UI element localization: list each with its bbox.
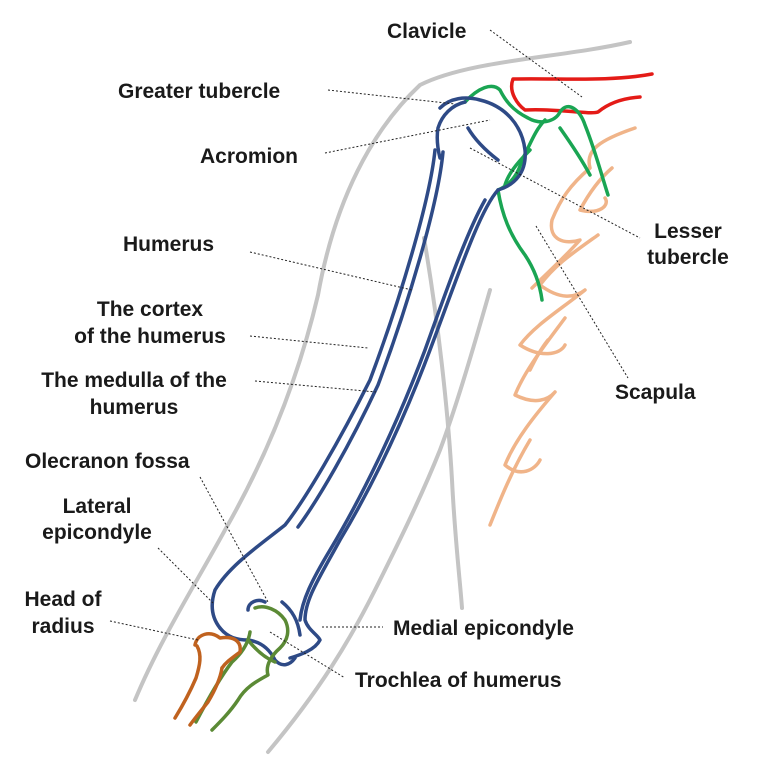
leader-trochlea — [269, 631, 346, 679]
humerus-head-outline — [438, 96, 527, 192]
radius-shaft-medial — [188, 666, 224, 727]
clavicle-bone — [510, 72, 654, 115]
label-lesser-tubercle-line1: Lesser — [654, 220, 722, 243]
humerus-bone — [210, 96, 527, 667]
scapula-body — [488, 126, 637, 527]
leader-humerus — [249, 251, 413, 291]
ulna-bone — [194, 605, 290, 732]
humerus-medial-medulla — [298, 198, 487, 622]
leader-lateral-epicondyle — [157, 547, 214, 604]
arm-outline-medial — [266, 288, 492, 754]
label-clavicle: Clavicle — [387, 20, 466, 43]
leader-head-of-radius — [109, 620, 199, 641]
humerus-lateral-cortex — [210, 148, 437, 630]
label-scapula: Scapula — [615, 381, 696, 404]
leader-clavicle — [489, 29, 583, 98]
spine-edge — [558, 126, 592, 177]
label-lesser-tubercle-line2: tubercle — [647, 246, 729, 269]
leader-scapula — [535, 225, 629, 379]
scapular-spine — [496, 118, 547, 302]
humerus-lateral-medulla — [296, 150, 445, 529]
label-cortex-line2: of the humerus — [74, 325, 226, 348]
label-lateral-epicondyle-line1: Lateral — [63, 495, 132, 518]
label-acromion: Acromion — [200, 145, 298, 168]
leader-olecranon-fossa — [199, 476, 269, 603]
scapula-outline-6 — [528, 338, 550, 372]
humerus-medial-cortex — [288, 188, 500, 660]
label-head-of-radius-line2: radius — [31, 615, 94, 638]
acromion-outline — [463, 84, 610, 197]
label-medulla-line2: humerus — [90, 396, 179, 419]
ulna-coronoid — [246, 638, 277, 664]
humerus-greater-tubercle — [435, 100, 467, 160]
radius-head — [193, 632, 242, 670]
leader-acromion — [324, 119, 491, 154]
arm-outline-lateral — [133, 40, 632, 702]
leader-medulla — [254, 380, 377, 393]
acromion-scapular-spine — [463, 84, 610, 302]
label-humerus: Humerus — [123, 233, 214, 256]
scapula-outline-3 — [518, 233, 600, 356]
leader-cortex — [249, 335, 369, 349]
scapula-outline-4 — [503, 316, 567, 474]
leader-lesser-tubercle — [469, 147, 641, 239]
scapula-outline-1 — [530, 126, 637, 290]
label-medulla-line1: The medulla of the — [41, 369, 227, 392]
medial-epicondyle-curve — [280, 600, 302, 637]
label-greater-tubercle: Greater tubercle — [118, 80, 280, 103]
leader-greater-tubercle — [327, 89, 456, 105]
label-olecranon-fossa: Olecranon fossa — [25, 450, 190, 473]
label-head-of-radius-line1: Head of — [24, 588, 102, 611]
label-lateral-epicondyle-line2: epicondyle — [42, 521, 152, 544]
radius-shaft-lateral — [173, 644, 202, 720]
arm-outline-axilla — [422, 236, 464, 610]
scapula-outline-5 — [488, 438, 532, 527]
radius-bone — [173, 632, 242, 727]
leader-lines — [109, 29, 641, 679]
label-trochlea: Trochlea of humerus — [355, 669, 562, 692]
olecranon-fossa-line — [246, 598, 267, 612]
label-medial-epicondyle: Medial epicondyle — [393, 617, 574, 640]
labels: Clavicle Greater tubercle Acromion Humer… — [24, 20, 728, 692]
label-cortex-line1: The cortex — [97, 298, 204, 321]
scapula-outline-2 — [578, 166, 614, 213]
humerus-lesser-tubercle-line — [466, 126, 500, 162]
arm-outline — [133, 40, 632, 754]
